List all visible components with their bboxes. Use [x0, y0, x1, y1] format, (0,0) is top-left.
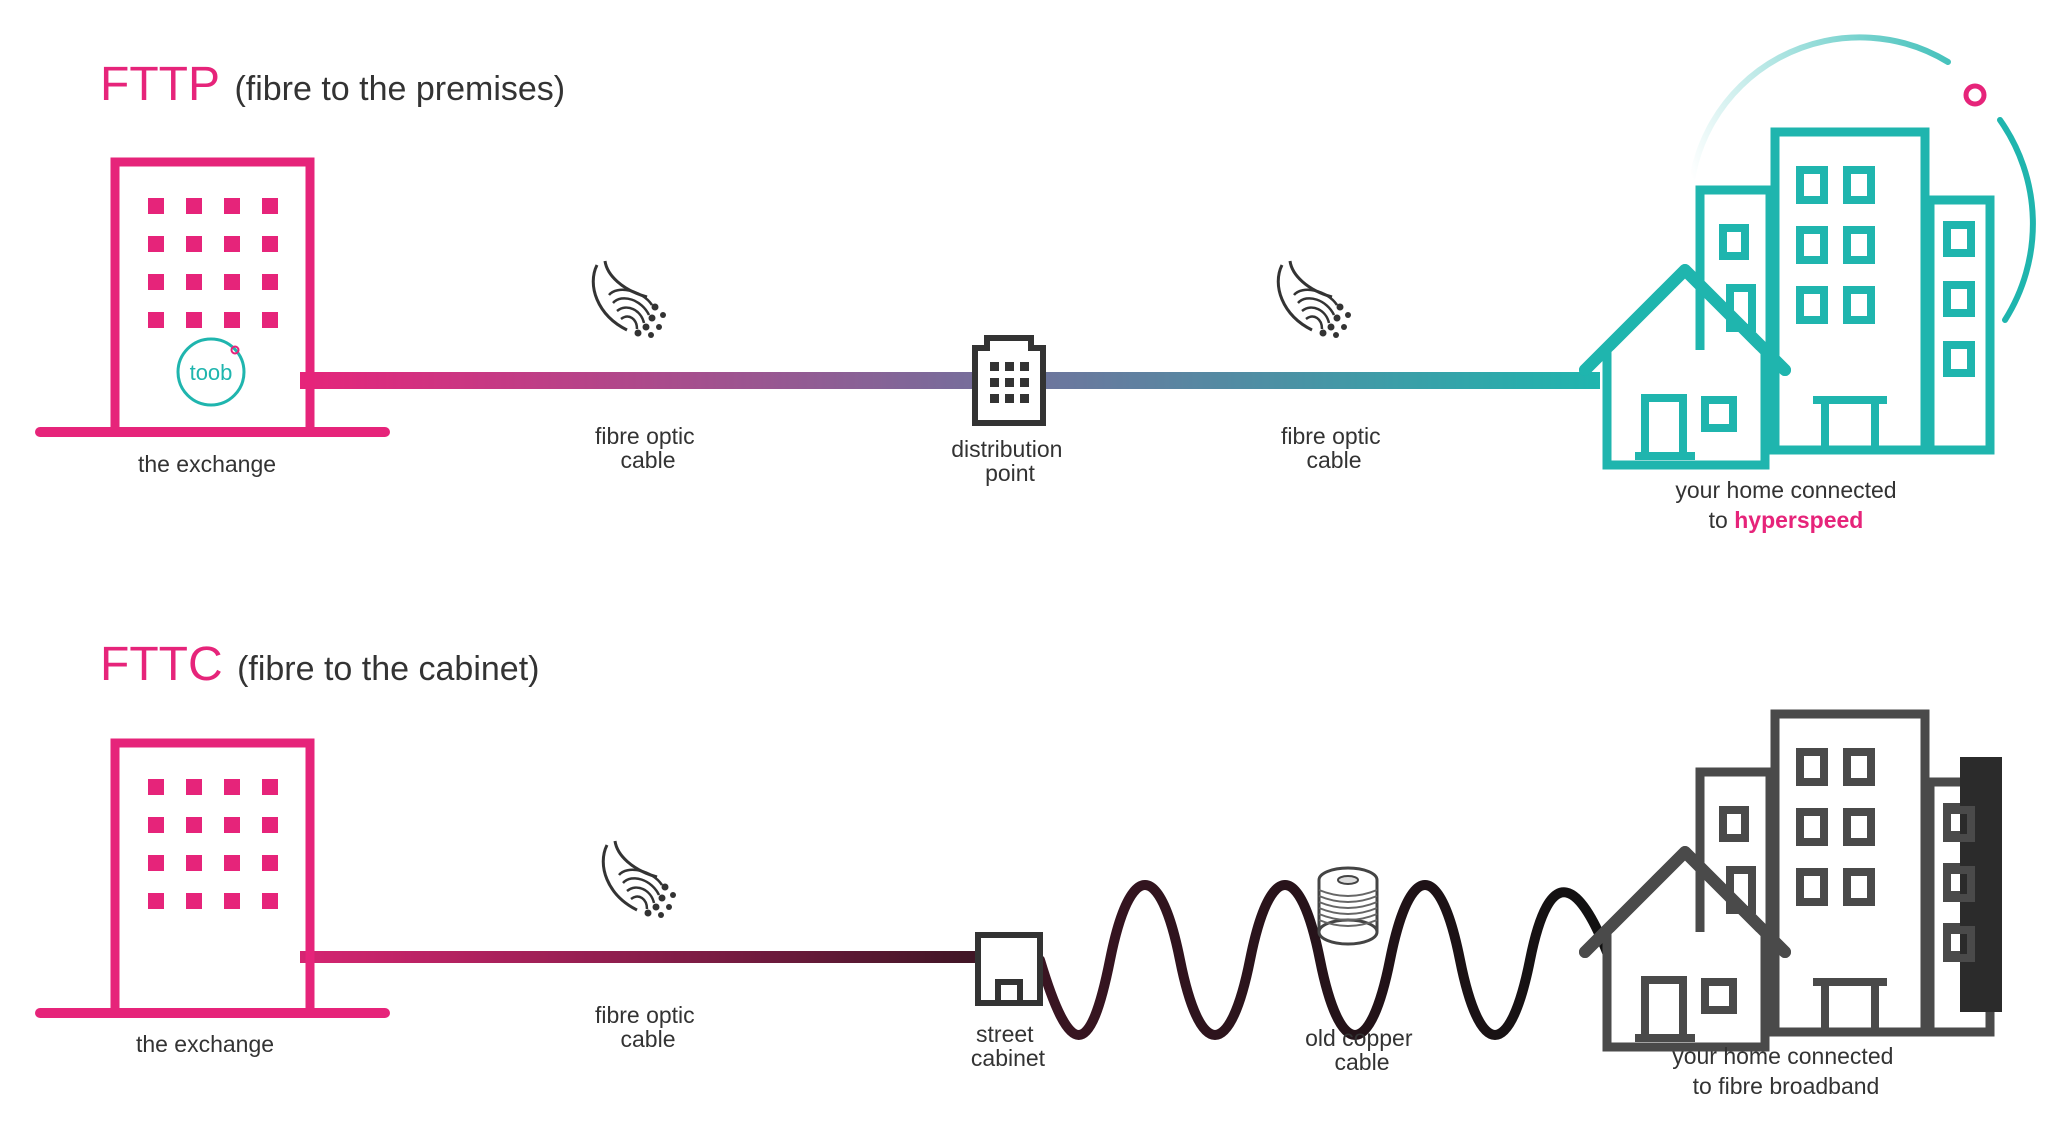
apartment-windows — [1943, 806, 1975, 962]
fttp-section: FTTP (fibre to the premises) toob the ex… — [40, 34, 2036, 533]
toob-logo-icon: toob — [176, 337, 246, 407]
exchange-building-icon — [40, 743, 385, 1013]
fttp-cable2-label: fibre optic cable — [1281, 423, 1387, 473]
fttc-cable1-label: fibre optic cable — [595, 1002, 701, 1052]
exchange-building-icon: toob — [40, 162, 385, 432]
cable-spool-icon — [1317, 866, 1379, 946]
fttc-copper-label: old copper cable — [1305, 1025, 1419, 1075]
fttp-home-label: your home connected — [1675, 477, 1896, 503]
signal-arc — [1687, 34, 1951, 203]
signal-arc — [1997, 117, 2036, 323]
house-and-apartments-icon — [1585, 132, 1990, 465]
svg-text:toob: toob — [190, 360, 233, 385]
fttc-exchange-label: the exchange — [136, 1031, 274, 1057]
signal-dot — [1963, 83, 1987, 107]
fttp-exchange-label: the exchange — [138, 451, 276, 477]
fttp-title: FTTP (fibre to the premises) — [100, 58, 565, 111]
fibre-strands-icon — [591, 259, 668, 340]
fibre-strands-icon — [601, 839, 678, 920]
fttp-fibre-line — [300, 372, 1600, 389]
fttp-home-label-line2: to hyperspeed — [1709, 507, 1864, 533]
fttc-title: FTTC (fibre to the cabinet) — [100, 638, 539, 691]
street-cabinet-icon — [975, 932, 1043, 1006]
distribution-point-icon — [972, 335, 1046, 426]
fttc-fibre-line — [300, 951, 980, 963]
fttc-section: FTTC (fibre to the cabinet) the exchange… — [40, 638, 2002, 1099]
house-and-apartments-icon — [1585, 714, 1990, 1047]
fttc-cabinet-label: street cabinet — [971, 1021, 1046, 1071]
fibre-strands-icon — [1276, 259, 1353, 340]
fttc-home-label: your home connected to fibre broadband — [1672, 1043, 1900, 1099]
copper-cable-wave — [1035, 880, 1615, 1040]
fttp-cable1-label: fibre optic cable — [595, 423, 701, 473]
fttp-dp-label: distribution point — [951, 436, 1069, 486]
building-shadow — [1960, 757, 2002, 1012]
